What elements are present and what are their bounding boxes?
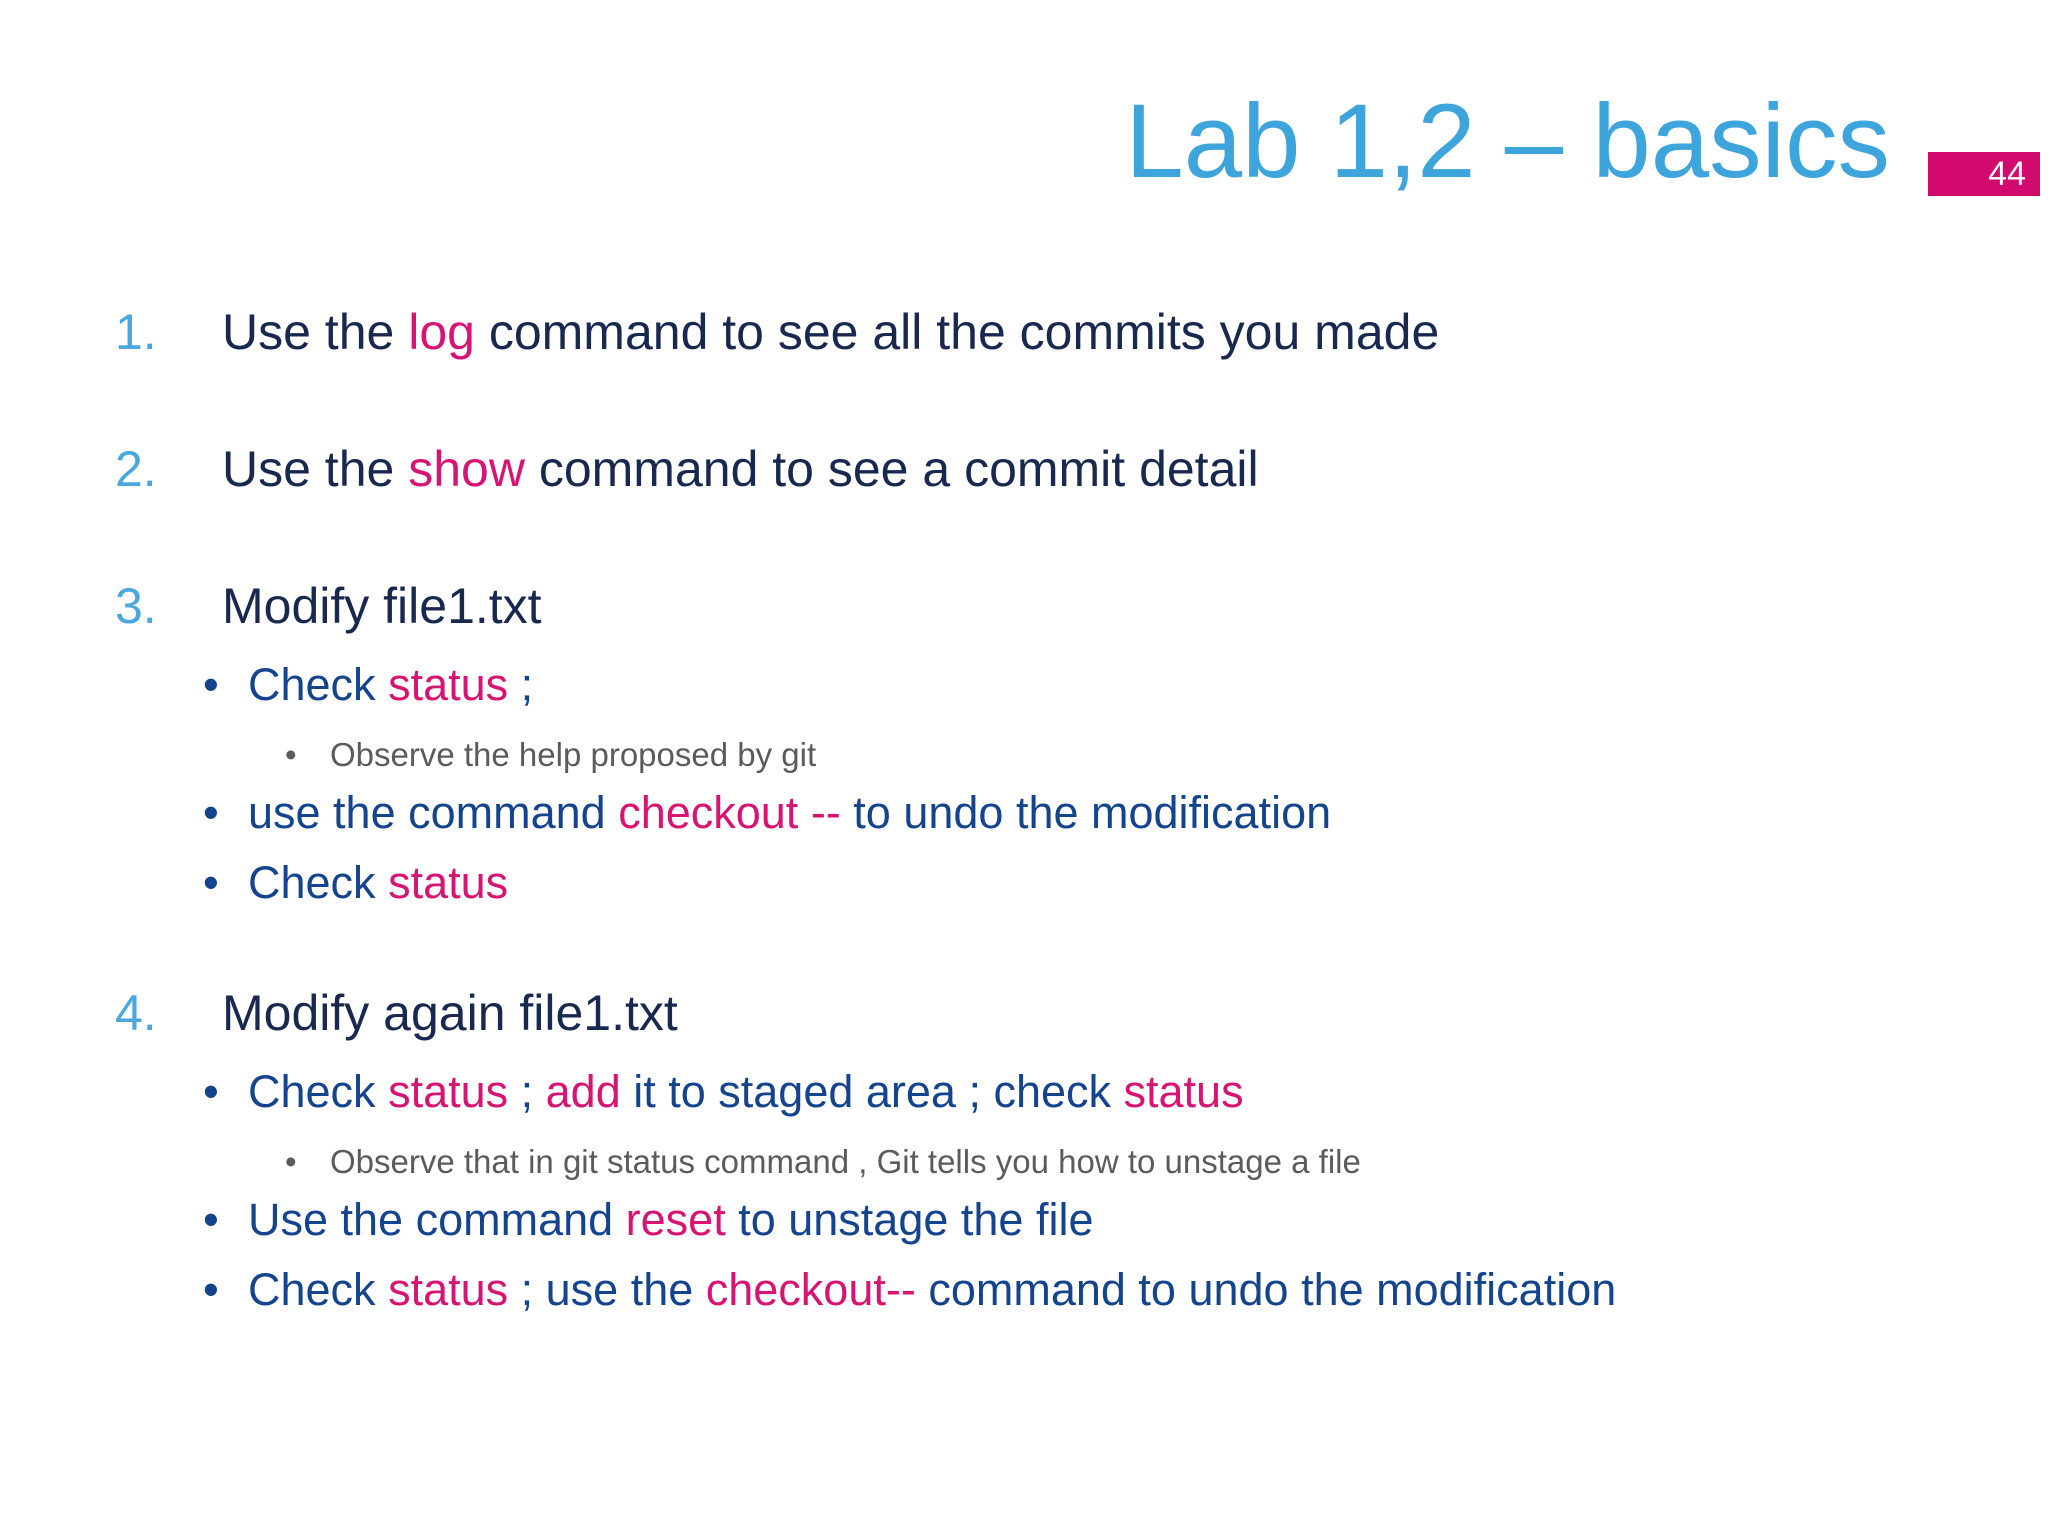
bullet-item: • Check status ; add it to staged area ; … bbox=[0, 1065, 2008, 1119]
text-segment: it to staged area ; check bbox=[620, 1066, 1124, 1117]
bullet-icon: • bbox=[285, 1143, 297, 1180]
bullet-icon: • bbox=[203, 1066, 219, 1117]
page-title: Lab 1,2 – basics bbox=[1125, 83, 1890, 200]
text-segment: to undo the modification bbox=[840, 787, 1332, 838]
text-segment: ; use the bbox=[508, 1264, 706, 1315]
text-segment: Observe that in git status command , Git… bbox=[330, 1143, 1361, 1180]
list-item: 4. Modify again file1.txt bbox=[0, 983, 2008, 1043]
text-segment: ; bbox=[508, 1066, 546, 1117]
text-segment: log bbox=[408, 304, 475, 360]
text-segment: Observe the help proposed by git bbox=[330, 736, 817, 773]
bullet-icon: • bbox=[203, 659, 219, 710]
item-text: Modify file1.txt bbox=[222, 576, 2008, 636]
bullet-item: • Use the command reset to unstage the fi… bbox=[0, 1193, 2008, 1247]
text-segment: status bbox=[1123, 1066, 1244, 1117]
sub-bullet-item: • Observe that in git status command , Gi… bbox=[0, 1142, 2008, 1182]
item-number: 1. bbox=[115, 304, 157, 360]
list-item: 2. Use the show command to see a commit d… bbox=[0, 439, 2008, 499]
bullet-icon: • bbox=[203, 1194, 219, 1245]
text-segment: Check bbox=[248, 1066, 389, 1117]
bullet-icon: • bbox=[285, 736, 297, 773]
list-item: 3. Modify file1.txt bbox=[0, 576, 2008, 636]
text-segment: add bbox=[545, 1066, 621, 1117]
text-segment: Modify file1.txt bbox=[222, 578, 542, 634]
item-text: Modify again file1.txt bbox=[222, 983, 2008, 1043]
bullet-item: • Check status ; bbox=[0, 658, 2008, 712]
text-segment: Modify again file1.txt bbox=[222, 985, 678, 1041]
page-number: 44 bbox=[1988, 155, 2026, 193]
item-number: 2. bbox=[115, 441, 157, 497]
text-segment: to unstage the file bbox=[725, 1194, 1094, 1245]
text-segment: Use the command bbox=[248, 1194, 626, 1245]
item-text: Use the log command to see all the commi… bbox=[222, 302, 2008, 362]
bullet-text: Check status bbox=[248, 856, 2008, 910]
item-text: Use the show command to see a commit det… bbox=[222, 439, 2008, 499]
text-segment: Check bbox=[248, 857, 389, 908]
bullet-text: Use the command reset to unstage the fil… bbox=[248, 1193, 2008, 1247]
bullet-item: • Check status bbox=[0, 856, 2008, 910]
text-segment: use the command bbox=[248, 787, 619, 838]
sub-bullet-item: • Observe the help proposed by git bbox=[0, 735, 2008, 775]
text-segment: status bbox=[388, 1264, 509, 1315]
text-segment: checkout-- bbox=[705, 1264, 916, 1315]
text-segment: Check bbox=[248, 1264, 389, 1315]
page-number-badge: 44 bbox=[1928, 152, 2040, 196]
bullet-icon: • bbox=[203, 1264, 219, 1315]
text-segment: Use the bbox=[222, 304, 409, 360]
bullet-icon: • bbox=[203, 857, 219, 908]
bullet-text: Observe the help proposed by git bbox=[330, 735, 2008, 775]
text-segment: command to see all the commits you made bbox=[474, 304, 1440, 360]
text-segment: reset bbox=[625, 1194, 726, 1245]
bullet-icon: • bbox=[203, 787, 219, 838]
text-segment: status bbox=[388, 1066, 509, 1117]
bullet-text: Check status ; add it to staged area ; c… bbox=[248, 1065, 2008, 1119]
text-segment: command to undo the modification bbox=[915, 1264, 1617, 1315]
text-segment: show bbox=[408, 441, 525, 497]
slide-content: 1. Use the log command to see all the com… bbox=[0, 302, 2008, 1317]
bullet-text: Observe that in git status command , Git… bbox=[330, 1142, 2008, 1182]
text-segment: command to see a commit detail bbox=[524, 441, 1259, 497]
bullet-text: Check status ; bbox=[248, 658, 2008, 712]
text-segment: Check bbox=[248, 659, 389, 710]
text-segment: checkout -- bbox=[618, 787, 841, 838]
text-segment: status bbox=[388, 857, 509, 908]
text-segment: status bbox=[388, 659, 509, 710]
bullet-text: Check status ; use the checkout-- comman… bbox=[248, 1263, 2008, 1317]
text-segment: Use the bbox=[222, 441, 409, 497]
bullet-item: • Check status ; use the checkout-- comma… bbox=[0, 1263, 2008, 1317]
bullet-text: use the command checkout -- to undo the … bbox=[248, 786, 2008, 840]
item-number: 3. bbox=[115, 578, 157, 634]
list-item: 1. Use the log command to see all the com… bbox=[0, 302, 2008, 362]
bullet-item: • use the command checkout -- to undo the… bbox=[0, 786, 2008, 840]
text-segment: ; bbox=[508, 659, 534, 710]
item-number: 4. bbox=[115, 985, 157, 1041]
